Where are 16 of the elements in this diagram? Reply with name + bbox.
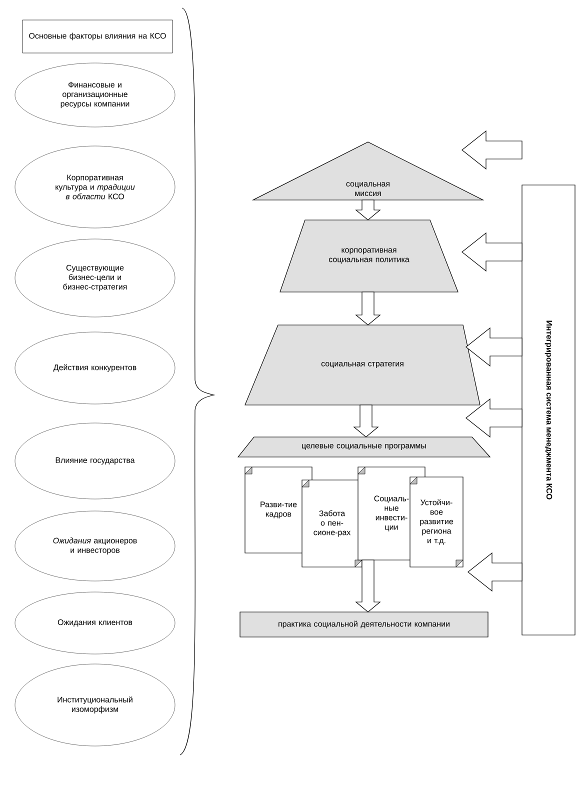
pyramid-trapezoid: корпоративная социальная политика xyxy=(280,220,458,292)
arrow xyxy=(462,130,522,170)
document-box: Устойчи-вое развитие региона и т.д. xyxy=(410,476,464,568)
arrow xyxy=(466,398,522,438)
system-box: Интегрированная система менеджмента КСО xyxy=(522,184,576,636)
practice-box: практика социальной деятельности компании xyxy=(240,612,488,638)
document-box: Забота о пен-сионе-рах xyxy=(302,480,362,568)
pyramid-trapezoid: социальная стратегия xyxy=(244,324,480,406)
arrow xyxy=(355,292,381,326)
arrow xyxy=(353,404,379,438)
heading-box: Основные факторы влияния на КСО xyxy=(22,20,173,54)
arrow xyxy=(466,327,522,367)
arrow xyxy=(355,560,381,612)
arrow xyxy=(468,552,522,592)
arrow xyxy=(355,200,381,220)
arrow xyxy=(462,232,522,272)
